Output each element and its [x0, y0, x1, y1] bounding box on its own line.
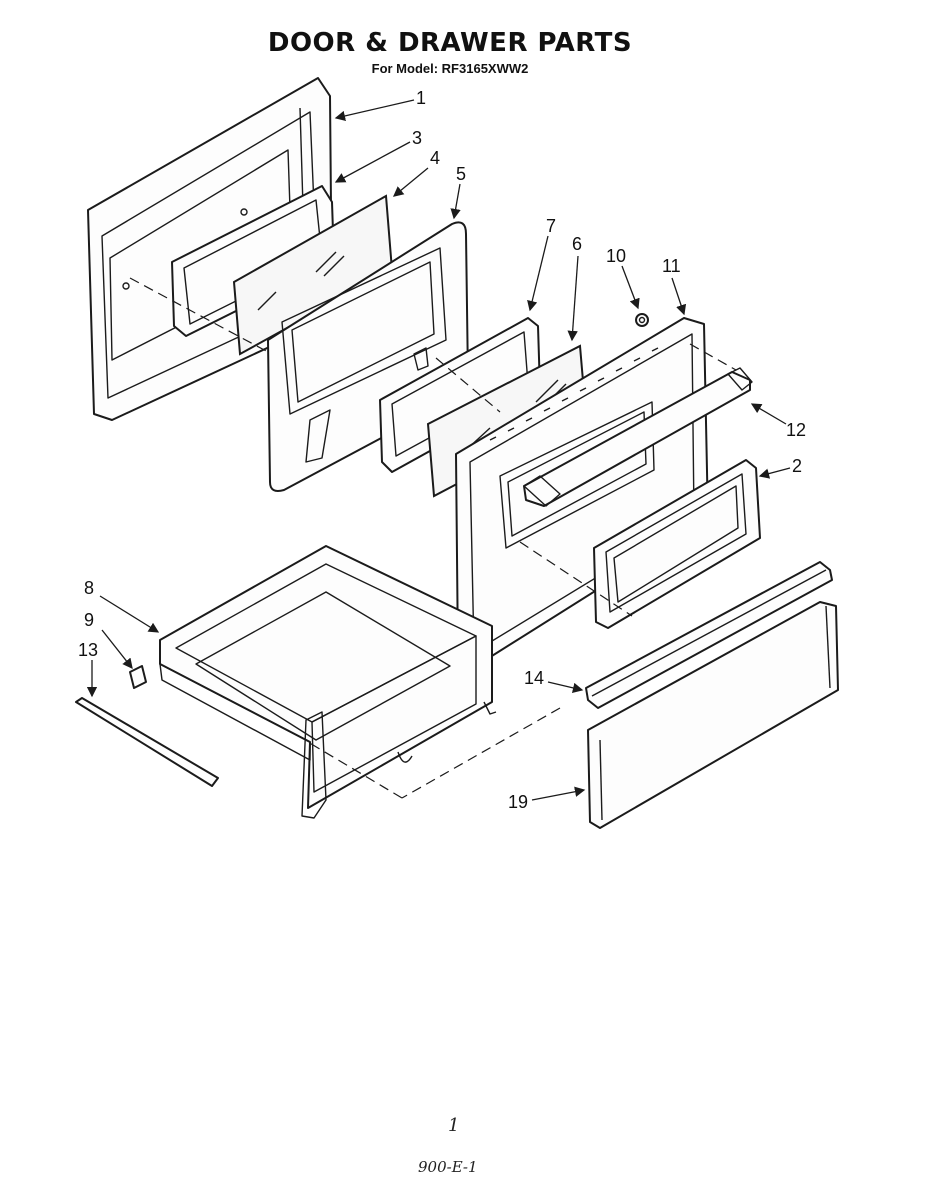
part-14-panel-bracket	[585, 561, 833, 709]
alignment-lines	[129, 277, 737, 799]
model-subtitle: For Model: RF3165XWW2	[371, 61, 529, 76]
callout-12: 12	[786, 420, 806, 440]
part-8-storage-drawer	[159, 545, 497, 819]
page-code: 900-E-1	[418, 1158, 478, 1176]
callout-labels: 1 3 4 5 7 6 10 11 12 2 8 9 13 14 19	[78, 88, 806, 812]
part-9-drawer-clip	[129, 665, 147, 689]
leader-lines	[86, 99, 791, 801]
callout-13: 13	[78, 640, 98, 660]
callout-10: 10	[606, 246, 626, 266]
page-title: DOOR & DRAWER PARTS	[267, 28, 633, 58]
part-13-drawer-rail	[75, 697, 219, 787]
callout-9: 9	[84, 610, 94, 630]
part-2-door-window-frame	[593, 459, 761, 629]
page-number: 1	[448, 1115, 460, 1136]
callout-1: 1	[416, 88, 426, 108]
callout-19: 19	[508, 792, 528, 812]
door-vent-slots	[489, 347, 659, 441]
callout-4: 4	[430, 148, 440, 168]
callout-2: 2	[792, 456, 802, 476]
callout-11: 11	[662, 256, 681, 276]
part-10-screw	[635, 313, 649, 327]
part-5-door-liner	[267, 221, 469, 492]
callout-7: 7	[546, 216, 556, 236]
callout-5: 5	[456, 164, 466, 184]
callout-3: 3	[412, 128, 422, 148]
callout-8: 8	[84, 578, 94, 598]
callout-14: 14	[524, 668, 544, 688]
part-19-drawer-front-panel	[587, 601, 839, 829]
callout-6: 6	[572, 234, 582, 254]
